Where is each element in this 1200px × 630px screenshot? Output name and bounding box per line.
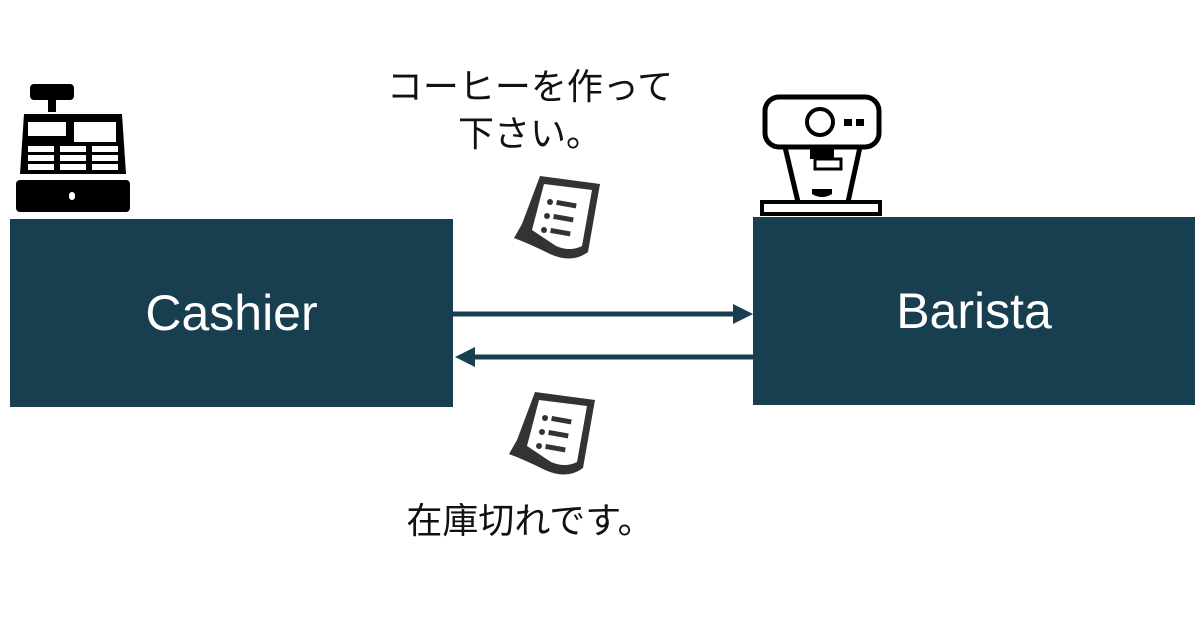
response-message: 在庫切れです。 <box>406 501 654 542</box>
coffee-machine-icon <box>760 94 882 216</box>
cash-register-icon <box>16 84 130 212</box>
cashier-label: Cashier <box>145 285 318 341</box>
request-line-1: コーヒーを作って <box>386 67 674 108</box>
receipt-icon <box>514 176 600 259</box>
request-arrow <box>453 304 753 324</box>
barista-label: Barista <box>896 283 1052 339</box>
barista-node: Barista <box>753 217 1195 405</box>
response-arrow <box>455 347 755 367</box>
request-line-2: 下さい。 <box>457 114 602 155</box>
receipt-icon <box>509 392 595 475</box>
cashier-node: Cashier <box>10 219 453 407</box>
request-message: コーヒーを作って 下さい。 <box>330 64 730 158</box>
